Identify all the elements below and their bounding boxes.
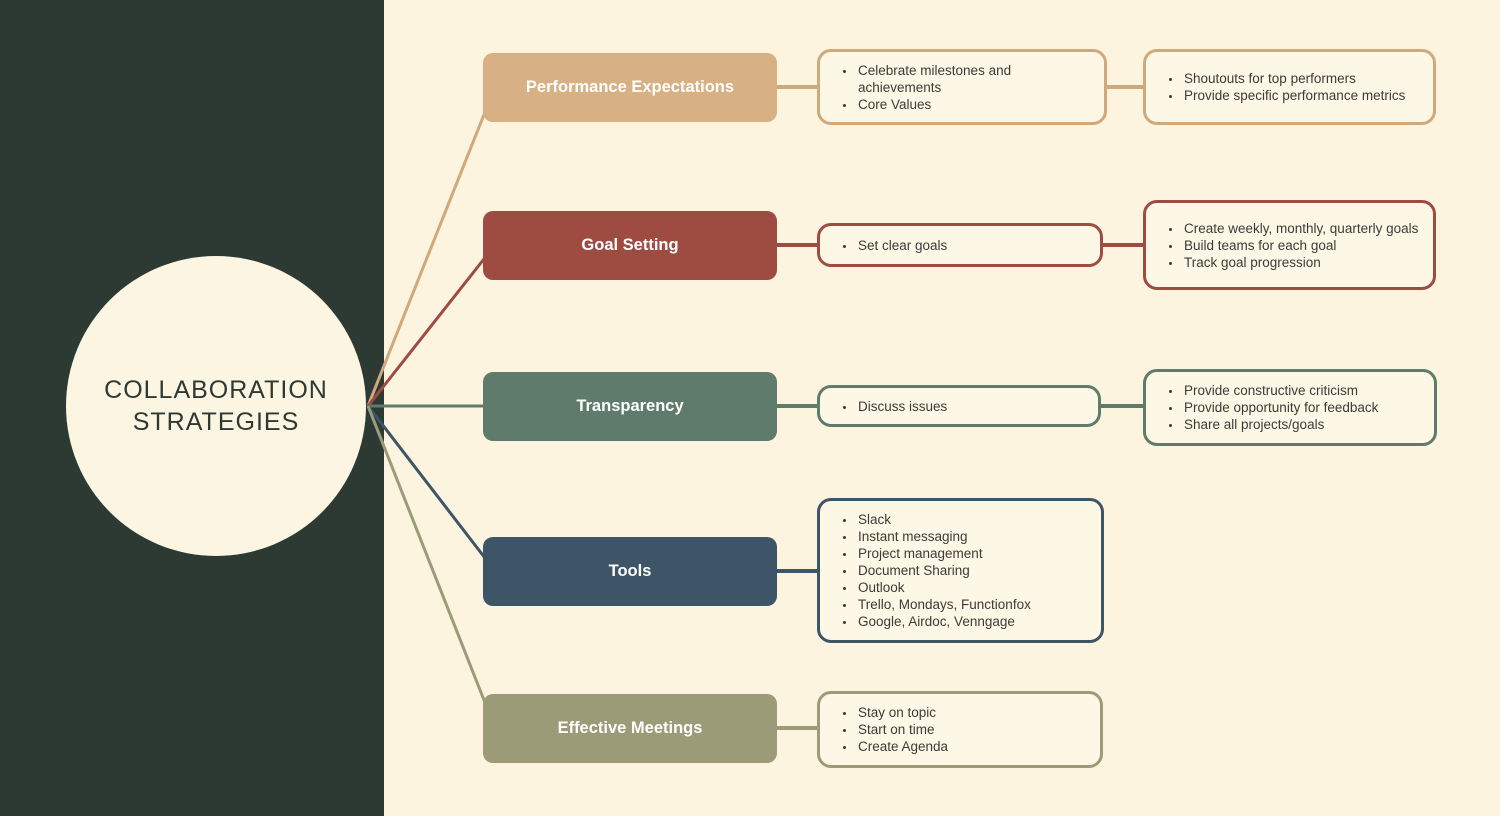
bullet-list: Shoutouts for top performersProvide spec… [1156, 70, 1419, 104]
central-topic-title-line1: COLLABORATION [104, 376, 328, 404]
bullet-item: Discuss issues [856, 398, 1084, 415]
bullet-item: Project management [856, 545, 1087, 562]
bullet-item: Start on time [856, 721, 1086, 738]
bullet-item: Core Values [856, 96, 1090, 113]
bullet-list: SlackInstant messagingProject management… [830, 511, 1087, 630]
bullet-list: Create weekly, monthly, quarterly goalsB… [1156, 220, 1419, 271]
node-box-transparency-1: Discuss issues [817, 385, 1101, 427]
node-box-tools-1: SlackInstant messagingProject management… [817, 498, 1104, 643]
bullet-item: Outlook [856, 579, 1087, 596]
bullet-item: Create weekly, monthly, quarterly goals [1182, 220, 1419, 237]
bullet-item: Set clear goals [856, 237, 1086, 254]
bullet-item: Provide specific performance metrics [1182, 87, 1419, 104]
topic-box-goal-setting: Goal Setting [483, 210, 777, 280]
connector-line [366, 244, 497, 407]
node-box-performance-expectations-1: Celebrate milestones and achievementsCor… [817, 49, 1107, 125]
connector-line [366, 405, 497, 729]
bullet-list: Discuss issues [830, 398, 1084, 415]
topic-label-effective-meetings: Effective Meetings [557, 718, 703, 737]
topic-box-effective-meetings: Effective Meetings [483, 693, 777, 763]
bullet-item: Create Agenda [856, 738, 1086, 755]
bullet-item: Track goal progression [1182, 254, 1419, 271]
node-box-performance-expectations-2: Shoutouts for top performersProvide spec… [1143, 49, 1436, 125]
bullet-item: Build teams for each goal [1182, 237, 1419, 254]
topic-label-tools: Tools [608, 561, 652, 580]
bullet-item: Trello, Mondays, Functionfox [856, 596, 1087, 613]
topic-box-tools: Tools [483, 536, 777, 606]
bullet-item: Provide opportunity for feedback [1182, 399, 1420, 416]
bullet-item: Share all projects/goals [1182, 416, 1420, 433]
topic-label-transparency: Transparency [576, 396, 684, 415]
bullet-list: Celebrate milestones and achievementsCor… [830, 62, 1090, 113]
bullet-item: Slack [856, 511, 1087, 528]
node-box-goal-setting-2: Create weekly, monthly, quarterly goalsB… [1143, 200, 1436, 290]
topic-box-performance-expectations: Performance Expectations [483, 52, 777, 122]
node-box-effective-meetings-1: Stay on topicStart on timeCreate Agenda [817, 691, 1103, 768]
topic-box-transparency: Transparency [483, 371, 777, 441]
central-topic-title-line2: STRATEGIES [132, 408, 300, 436]
bullet-item: Instant messaging [856, 528, 1087, 545]
bullet-item: Shoutouts for top performers [1182, 70, 1419, 87]
bullet-list: Set clear goals [830, 237, 1086, 254]
bullet-item: Document Sharing [856, 562, 1087, 579]
bullet-item: Celebrate milestones and achievements [856, 62, 1090, 96]
connector-line [366, 86, 497, 407]
bullet-item: Provide constructive criticism [1182, 382, 1420, 399]
bullet-item: Google, Airdoc, Venngage [856, 613, 1087, 630]
node-box-transparency-2: Provide constructive criticismProvide op… [1143, 369, 1437, 446]
bullet-item: Stay on topic [856, 704, 1086, 721]
bullet-list: Provide constructive criticismProvide op… [1156, 382, 1420, 433]
connector-line [366, 405, 497, 572]
node-box-goal-setting-1: Set clear goals [817, 223, 1103, 267]
topic-label-performance-expectations: Performance Expectations [525, 77, 735, 96]
topic-label-goal-setting: Goal Setting [581, 235, 679, 254]
central-topic-circle: COLLABORATION STRATEGIES [66, 256, 366, 556]
bullet-list: Stay on topicStart on timeCreate Agenda [830, 704, 1086, 755]
